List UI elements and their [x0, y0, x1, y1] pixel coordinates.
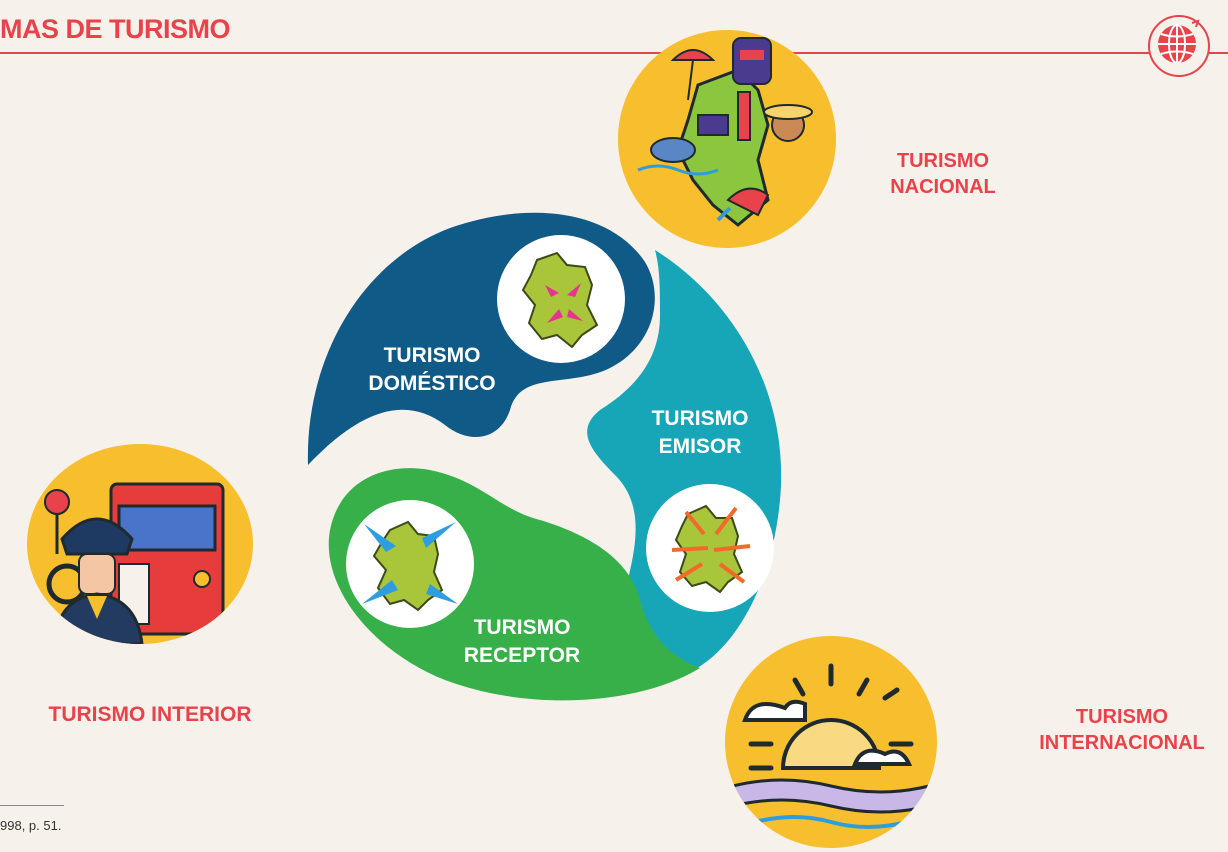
page-title: MAS DE TURISMO [0, 14, 231, 44]
label-internacional: TURISMO INTERNACIONAL [1032, 704, 1212, 756]
footnote-divider [0, 805, 64, 806]
colombia-map-icon [618, 30, 836, 248]
label-domestico-line1: TURISMO [383, 344, 481, 367]
label-nacional-line1: TURISMO [896, 150, 990, 172]
label-interior: TURISMO INTERIOR [48, 703, 252, 726]
label-emisor-line1: TURISMO [651, 407, 749, 430]
bus-driver-icon [27, 444, 253, 644]
sunset-icon [725, 636, 937, 848]
label-internacional-line1: TURISMO [1075, 706, 1169, 728]
label-receptor: TURISMO RECEPTOR [452, 614, 592, 670]
emisor-map-disk [646, 484, 774, 612]
map-receptor-arrows-icon [362, 520, 458, 612]
globe-icon [1148, 15, 1210, 77]
receptor-map-disk [346, 500, 474, 628]
label-emisor-line2: EMISOR [658, 435, 742, 458]
map-outward-arrows-icon [671, 504, 751, 594]
label-internacional-line2: INTERNACIONAL [1039, 732, 1205, 754]
header-divider [0, 52, 1228, 54]
label-receptor-line1: TURISMO [473, 616, 571, 639]
map-inward-arrows-icon [521, 251, 599, 349]
domestico-map-disk [497, 235, 625, 363]
label-nacional-line2: NACIONAL [890, 176, 996, 198]
label-domestico: TURISMO DOMÉSTICO [362, 342, 502, 398]
label-emisor: TURISMO EMISOR [630, 405, 770, 461]
label-domestico-line2: DOMÉSTICO [368, 372, 496, 395]
footnote: 998, p. 51. [0, 818, 62, 833]
label-receptor-line2: RECEPTOR [463, 644, 581, 667]
label-nacional: TURISMO NACIONAL [868, 148, 1018, 200]
